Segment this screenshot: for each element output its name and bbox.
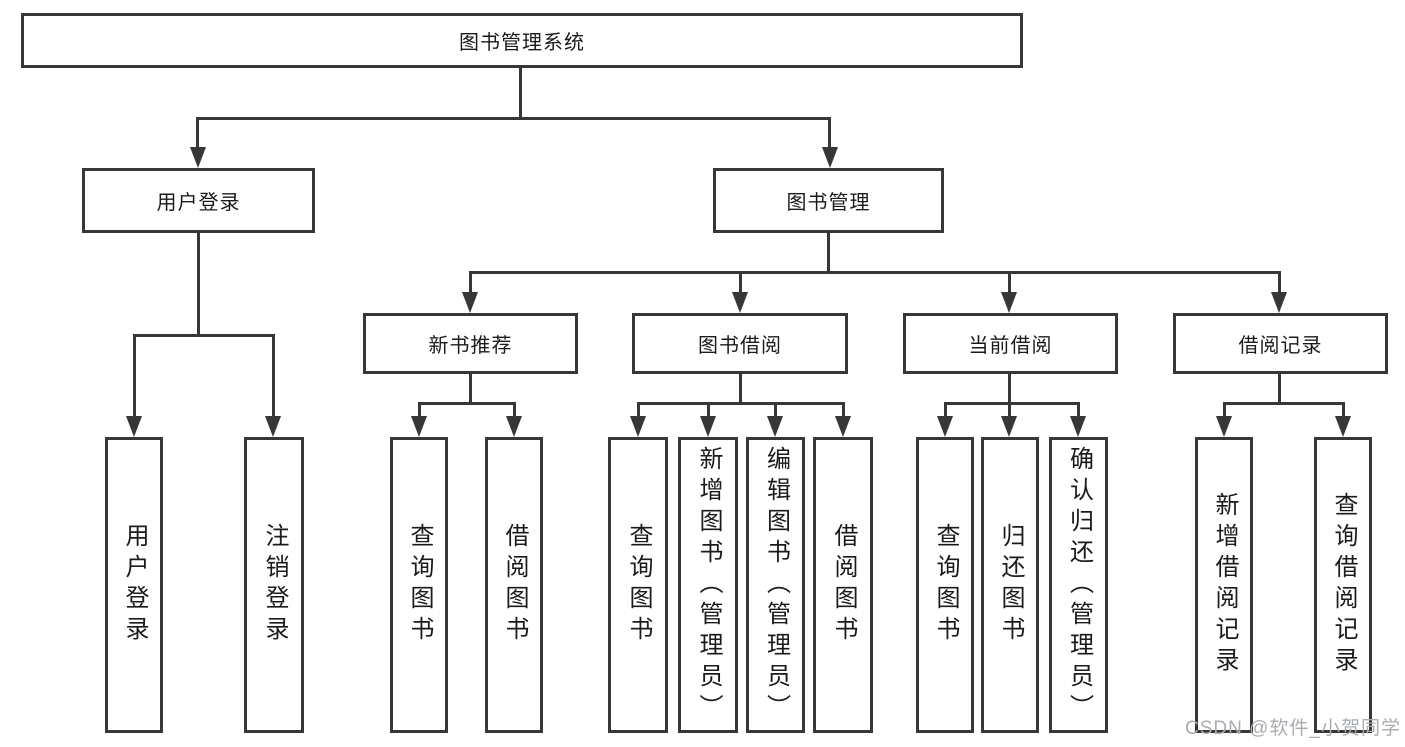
node-book-management: 图书管理 (713, 168, 944, 233)
connector-line (842, 402, 845, 419)
node-label: 图书管理 (786, 192, 871, 214)
connector-line (1223, 402, 1344, 405)
node-new-book-recommendation: 新书推荐 (363, 313, 578, 374)
connector-line (418, 402, 516, 405)
connector-line (196, 117, 199, 150)
arrow-down-icon (462, 292, 478, 313)
connector-line (272, 334, 275, 419)
connector-line (1278, 374, 1281, 405)
leaf-label: 新增图书（管理员） (695, 445, 722, 725)
connector-line (197, 233, 200, 336)
connector-line (827, 233, 830, 274)
arrow-down-icon (1070, 416, 1086, 437)
node-book-borrowing: 图书借阅 (632, 313, 848, 374)
connector-line (418, 402, 421, 419)
arrow-down-icon (1335, 416, 1351, 437)
leaf-borrow-books: 借阅图书 (813, 437, 873, 733)
connector-line (637, 402, 640, 419)
leaf-user-login: 用户登录 (105, 437, 163, 733)
leaf-query-books-recommend: 查询图书 (390, 437, 448, 733)
connector-line (1008, 374, 1011, 405)
leaf-label: 用户登录 (121, 523, 148, 647)
arrow-down-icon (767, 416, 783, 437)
connector-line (774, 402, 777, 419)
connector-line (828, 117, 831, 150)
connector-line (1223, 402, 1226, 419)
leaf-return-books: 归还图书 (981, 437, 1039, 733)
node-user-login: 用户登录 (82, 168, 315, 233)
leaf-query-books-borrowing: 查询图书 (608, 437, 668, 733)
node-label: 图书管理系统 (459, 32, 585, 54)
connector-line (1077, 402, 1080, 419)
connector-line (944, 402, 947, 419)
leaf-query-borrow-record: 查询借阅记录 (1314, 437, 1372, 733)
node-label: 新书推荐 (428, 335, 513, 357)
connector-line (739, 374, 742, 405)
leaf-label: 确认归还（管理员） (1065, 445, 1093, 725)
csdn-watermark: CSDN @软件_小贺同学 (1185, 718, 1401, 739)
connector-line (196, 117, 831, 120)
leaf-borrow-books-recommend: 借阅图书 (485, 437, 543, 733)
node-library-management-system: 图书管理系统 (21, 13, 1023, 68)
connector-line (469, 271, 1281, 274)
arrow-down-icon (630, 416, 646, 437)
node-label: 用户登录 (156, 192, 241, 214)
leaf-label: 新增借阅记录 (1211, 492, 1238, 678)
leaf-label: 借阅图书 (830, 523, 857, 647)
node-label: 借阅记录 (1238, 335, 1323, 357)
leaf-label: 查询借阅记录 (1330, 492, 1357, 678)
leaf-label: 查询图书 (932, 523, 959, 647)
leaf-label: 查询图书 (625, 523, 652, 647)
connector-line (1008, 271, 1011, 295)
arrow-down-icon (937, 416, 953, 437)
leaf-label: 注销登录 (261, 523, 288, 647)
connector-line (469, 374, 472, 405)
node-borrowing-records: 借阅记录 (1173, 313, 1388, 374)
arrow-down-icon (700, 416, 716, 437)
connector-line (1342, 402, 1345, 419)
leaf-label: 查询图书 (406, 523, 433, 647)
connector-line (1278, 271, 1281, 295)
arrow-down-icon (1216, 416, 1232, 437)
arrow-down-icon (732, 292, 748, 313)
arrow-down-icon (1001, 292, 1017, 313)
arrow-down-icon (126, 416, 142, 437)
leaf-label: 归还图书 (997, 523, 1024, 647)
connector-line (739, 271, 742, 295)
arrow-down-icon (835, 416, 851, 437)
arrow-down-icon (265, 416, 281, 437)
arrow-down-icon (1001, 416, 1017, 437)
arrow-down-icon (822, 147, 838, 168)
connector-line (133, 334, 275, 337)
connector-line (519, 68, 522, 118)
connector-line (513, 402, 516, 419)
leaf-confirm-return-admin: 确认归还（管理员） (1049, 437, 1108, 733)
connector-line (944, 402, 1080, 405)
connector-line (1008, 402, 1011, 419)
leaf-add-borrow-record: 新增借阅记录 (1195, 437, 1253, 733)
connector-line (707, 402, 710, 419)
leaf-logout: 注销登录 (244, 437, 304, 733)
leaf-query-books-current: 查询图书 (916, 437, 974, 733)
leaf-label: 编辑图书（管理员） (762, 445, 790, 725)
arrow-down-icon (190, 147, 206, 168)
arrow-down-icon (411, 416, 427, 437)
leaf-add-books-admin: 新增图书（管理员） (678, 437, 738, 733)
arrow-down-icon (506, 416, 522, 437)
connector-line (133, 334, 136, 419)
node-current-borrowing: 当前借阅 (903, 313, 1118, 374)
leaf-edit-books-admin: 编辑图书（管理员） (746, 437, 805, 733)
arrow-down-icon (1271, 292, 1287, 313)
node-label: 图书借阅 (698, 335, 782, 357)
connector-line (637, 402, 844, 405)
connector-line (469, 271, 472, 295)
leaf-label: 借阅图书 (501, 523, 528, 647)
node-label: 当前借阅 (968, 335, 1053, 357)
